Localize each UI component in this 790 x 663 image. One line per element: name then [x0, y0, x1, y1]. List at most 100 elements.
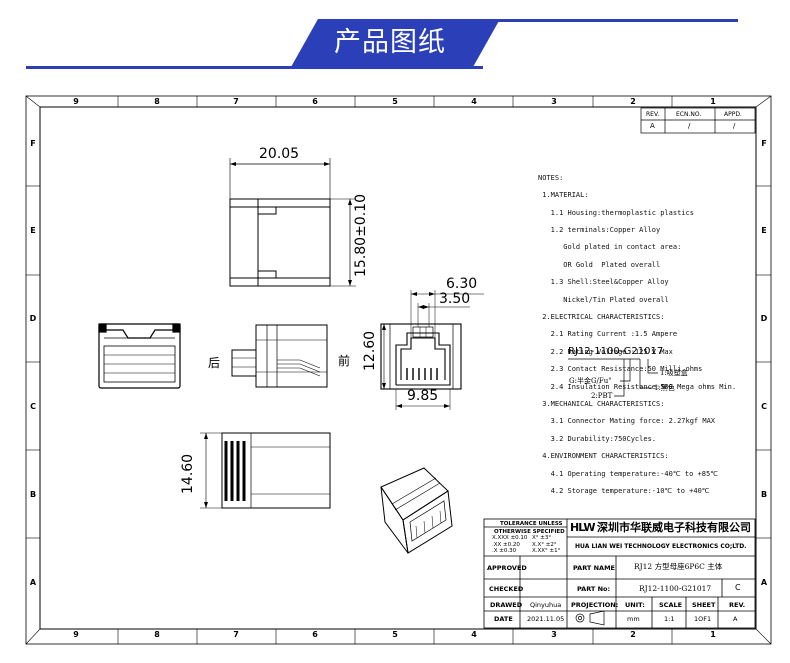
- frame-row-label: B: [29, 490, 37, 499]
- note-line: 2.1 Rating Current :1.5 Ampere: [538, 330, 678, 339]
- dim-bottom-height: 14.60: [180, 453, 196, 494]
- note-line: 1.1 Housing:thermoplastic plastics: [538, 208, 694, 217]
- company-name-cn: 深圳市华联威电子科技有限公司: [597, 521, 751, 534]
- note-line: 1.3 Shell:Steel&Copper Alloy: [538, 278, 669, 287]
- appd-header: APPD.: [724, 111, 742, 118]
- frame-col-label: 2: [630, 630, 636, 639]
- frame-col-label: 4: [471, 97, 477, 106]
- frame-col-label: 1: [710, 630, 716, 639]
- note-line: 2.ELECTRICAL CHARACTERISTICS:: [538, 312, 665, 321]
- note-line: 4.ENVIRONMENT CHARACTERISTICS:: [538, 452, 669, 461]
- note-line: 2.4 Insulation Resistance:500 Mega ohms …: [538, 382, 737, 391]
- frame-col-label: 5: [392, 630, 398, 639]
- part-rev: C: [735, 583, 741, 592]
- note-line: 3.2 Durability:750Cycles.: [538, 434, 657, 443]
- frame-row-label: A: [760, 578, 768, 587]
- frame-row-label: E: [761, 226, 767, 235]
- tolerance-linear: X.XXX ±0.10 .XX ±0.20 .X ±0.30: [492, 535, 527, 555]
- scale-label: SCALE: [659, 601, 683, 609]
- scale-value: 1:1: [664, 615, 675, 623]
- banner-bottom-rule: [26, 66, 483, 69]
- note-line: Gold plated in contact area:: [538, 243, 682, 252]
- note-line: 2.3 Contact Resistance:50 Milli ohms: [538, 365, 703, 374]
- part-no: RJ12-1100-G21017: [639, 584, 712, 593]
- frame-row-label: D: [29, 314, 37, 323]
- frame-col-label: 7: [233, 630, 239, 639]
- note-line: Nickel/Tin Plated overall: [538, 295, 669, 304]
- company-name-en: HUA LIAN WEI TECHNOLOGY ELECTRONICS CO;L…: [575, 543, 747, 550]
- option-pbt: 2:PBT: [591, 392, 613, 400]
- note-line: 4.2 Storage temperature:-10℃ to +40℃: [538, 487, 710, 496]
- drawed-label: DRAWED: [490, 601, 523, 609]
- tol-angle: X.XX° ±1°: [532, 548, 561, 554]
- tolerance-sub: OTHERWISE SPECIFIED: [494, 529, 565, 535]
- frame-row-label: F: [761, 139, 767, 148]
- tol-line: .XX ±0.20: [492, 541, 520, 548]
- part-no-label: PART No:: [577, 585, 611, 593]
- frame-col-label: 6: [312, 630, 318, 639]
- frame-col-label: 8: [154, 97, 160, 106]
- front-label: 前: [338, 354, 351, 368]
- frame-col-label: 5: [392, 97, 398, 106]
- company-logo: HLW: [570, 521, 595, 534]
- tol-angle: X° ±3°: [532, 535, 552, 541]
- frame-row-label: F: [30, 139, 36, 148]
- note-line: OR Gold Plated overall: [538, 260, 661, 269]
- rev-header: REV.: [646, 111, 660, 118]
- frame-row-label: B: [760, 490, 768, 499]
- drawing-date: 2021.11.05: [527, 615, 565, 623]
- option-suction: 1:吸塑盒: [660, 369, 688, 377]
- note-line: 2.2 Rating Voltage :125 V Max: [538, 347, 673, 356]
- rear-label: 后: [208, 356, 221, 370]
- appd-value: /: [733, 122, 736, 130]
- unit-value: mm: [627, 615, 640, 623]
- option-gold: G:半金G/Fu": [569, 377, 612, 385]
- part-code: RJ12-1100-G21017: [568, 346, 664, 357]
- note-line: 1.2 terminals:Copper Alloy: [538, 225, 661, 234]
- part-name: RJ12 方型母座6P6C 主体: [634, 562, 723, 571]
- dim-front-outer: 6.30: [446, 276, 478, 292]
- dim-front-inner: 3.50: [439, 291, 471, 307]
- rev-block-label: REV.: [729, 601, 746, 609]
- tol-line: .X ±0.30: [492, 548, 517, 554]
- frame-col-label: 3: [551, 630, 557, 639]
- frame-col-label: 2: [630, 97, 636, 106]
- date-label: DATE: [494, 615, 513, 623]
- dim-height-side: 15.80±0.10: [353, 194, 369, 277]
- drawer-name: Qinyuhua: [530, 601, 562, 609]
- checked-label: CHECKED: [489, 585, 524, 593]
- tol-angle: X.X° ±2°: [532, 541, 557, 548]
- page-title: 产品图纸: [334, 27, 446, 58]
- frame-col-label: 9: [73, 97, 79, 106]
- frame-col-label: 7: [233, 97, 239, 106]
- rev-block-value: A: [733, 615, 738, 623]
- dim-width-top: 20.05: [259, 146, 300, 162]
- note-line: NOTES:: [538, 173, 564, 182]
- frame-col-label: 8: [154, 630, 160, 639]
- frame-row-label: E: [30, 226, 36, 235]
- frame-col-label: 3: [551, 97, 557, 106]
- banner-top-rule: [470, 19, 738, 22]
- frame-col-label: 6: [312, 97, 318, 106]
- tolerance-angular: X° ±3° X.X° ±2° X.XX° ±1°: [532, 535, 560, 555]
- note-line: 4.1 Operating temperature:-40℃ to +85℃: [538, 469, 719, 478]
- sheet-value: 1OF1: [694, 615, 712, 623]
- dim-front-width: 9.85: [407, 388, 439, 404]
- part-name-label: PART NAME: [573, 564, 615, 572]
- ecn-header: ECN.NO.: [676, 111, 702, 118]
- frame-col-label: 1: [710, 97, 716, 106]
- dim-front-height: 12.60: [362, 330, 378, 371]
- unit-label: UNIT:: [625, 601, 645, 609]
- tol-line: X.XXX ±0.10: [492, 535, 528, 541]
- note-line: 1.MATERIAL:: [538, 191, 589, 200]
- projection-label: PROJECTION:: [571, 601, 619, 609]
- tolerance-title: TOLERANCE UNLESS: [500, 521, 563, 527]
- sheet-label: SHEET: [692, 601, 716, 609]
- notes-block: NOTES: 1.MATERIAL: 1.1 Housing:thermopla…: [538, 165, 736, 504]
- frame-row-label: A: [29, 578, 37, 587]
- rev-value: A: [650, 122, 655, 130]
- frame-col-label: 9: [73, 630, 79, 639]
- frame-row-label: C: [761, 402, 767, 411]
- frame-row-label: D: [760, 314, 768, 323]
